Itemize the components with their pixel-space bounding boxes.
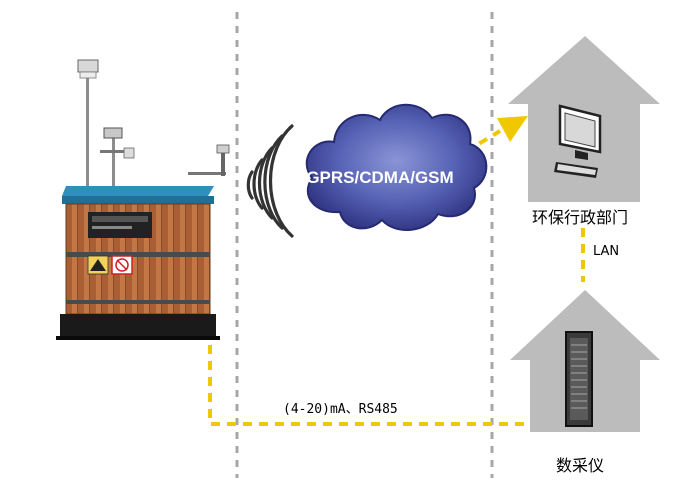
wired-link (208, 345, 532, 426)
computer-icon (554, 104, 602, 178)
network-cloud (305, 103, 488, 232)
link-label-lan: LAN (593, 244, 620, 259)
server-rack-icon (565, 331, 593, 427)
link-label-signal: (4-20)mA、RS485 (283, 402, 398, 417)
network-link-arrowhead (497, 116, 528, 142)
monitoring-station-icon (56, 59, 230, 340)
node-label-data-collector: 数采仪 (556, 456, 605, 475)
wireless-signal-icon (246, 124, 294, 238)
network-label: GPRS/CDMA/GSM (306, 168, 453, 187)
node-label-epb: 环保行政部门 (532, 208, 629, 227)
